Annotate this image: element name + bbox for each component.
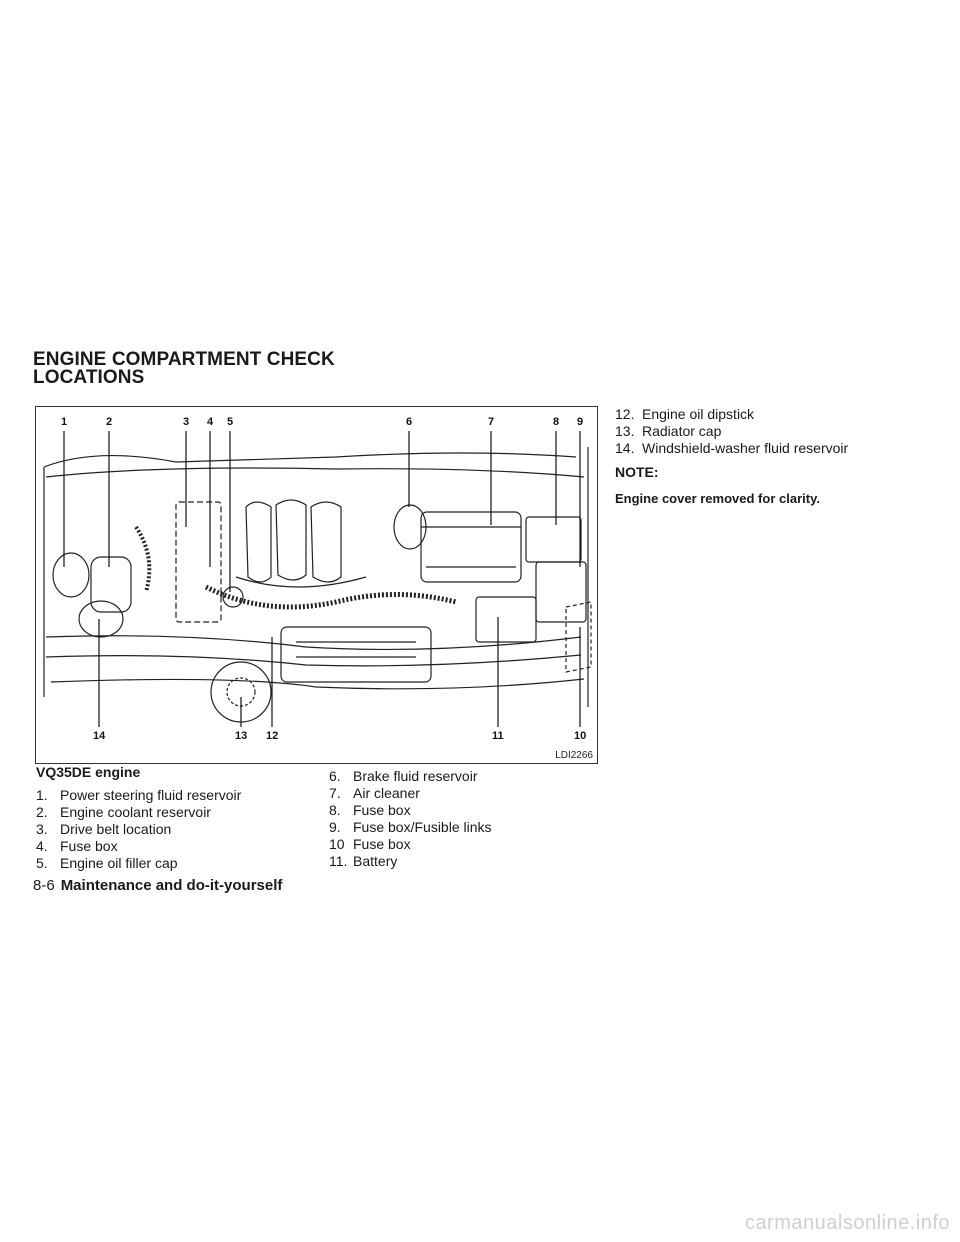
item-number: 4.: [36, 838, 48, 854]
item-text: Air cleaner: [353, 785, 420, 801]
section-title-line1: ENGINE COMPARTMENT CHECK: [33, 349, 335, 370]
item-number: 2.: [36, 804, 48, 820]
callout-6: 6: [406, 416, 412, 428]
callout-14: 14: [93, 730, 106, 742]
list-item: 9. Fuse box/Fusible links: [329, 819, 492, 836]
callout-5: 5: [227, 416, 233, 428]
item-text: Fuse box: [353, 836, 411, 852]
callout-2: 2: [106, 416, 112, 428]
callout-8: 8: [553, 416, 559, 428]
item-number: 13.: [615, 423, 635, 439]
item-text: Fuse box: [60, 838, 118, 854]
item-number: 8.: [329, 802, 341, 818]
list-item: 6. Brake fluid reservoir: [329, 768, 492, 785]
legend-list-2: 6. Brake fluid reservoir 7. Air cleaner 8.…: [329, 768, 492, 870]
item-text: Engine coolant reservoir: [60, 804, 211, 820]
item-text: Drive belt location: [60, 821, 172, 837]
callout-1: 1: [61, 416, 67, 428]
list-item: 14. Windshield-washer fluid reservoir: [615, 440, 848, 457]
list-item: 8. Fuse box: [329, 802, 492, 819]
chapter-title: Maintenance and do-it-yourself: [60, 877, 283, 894]
callout-10: 10: [574, 730, 586, 742]
callout-9: 9: [577, 416, 583, 428]
item-text: Fuse box/Fusible links: [353, 819, 492, 835]
callout-4: 4: [207, 416, 214, 428]
list-item: 11. Battery: [329, 853, 492, 870]
section-title-line2: LOCATIONS: [33, 367, 145, 388]
item-number: 1.: [36, 787, 48, 803]
callout-7: 7: [488, 416, 494, 428]
watermark: carmanualsonline.info: [744, 1212, 950, 1234]
item-text: Power steering fluid reservoir: [60, 787, 242, 803]
item-number: 6.: [329, 768, 341, 784]
list-item: 7. Air cleaner: [329, 785, 492, 802]
figure-caption: VQ35DE engine: [36, 764, 141, 780]
item-number: 11.: [329, 853, 348, 869]
note-label: NOTE:: [615, 464, 659, 480]
callout-13: 13: [235, 730, 247, 742]
item-text: Engine oil filler cap: [60, 855, 178, 871]
list-item: 4. Fuse box: [36, 838, 241, 855]
item-number: 14.: [615, 440, 635, 456]
item-number: 3.: [36, 821, 48, 837]
item-text: Engine oil dipstick: [642, 406, 755, 422]
item-text: Radiator cap: [642, 423, 722, 439]
list-item: 10 Fuse box: [329, 836, 492, 853]
item-number: 9.: [329, 819, 341, 835]
item-number: 5.: [36, 855, 48, 871]
legend-list-3: 12. Engine oil dipstick 13. Radiator cap 1…: [615, 406, 848, 457]
list-item: 13. Radiator cap: [615, 423, 848, 440]
engine-compartment-figure: 1 2 3 4 5 6 7 8 9 14 13 12 11 10 LDI2266: [35, 406, 598, 764]
page-footer: 8-6 Maintenance and do-it-yourself: [33, 877, 282, 894]
item-text: Windshield-washer fluid reservoir: [642, 440, 849, 456]
legend-list-1: 1. Power steering fluid reservoir 2. Engin…: [36, 787, 241, 872]
page-number: 8-6: [33, 877, 55, 894]
item-number: 10: [329, 836, 345, 852]
callout-11: 11: [492, 730, 504, 742]
list-item: 2. Engine coolant reservoir: [36, 804, 241, 821]
item-text: Brake fluid reservoir: [353, 768, 478, 784]
callout-3: 3: [183, 416, 189, 428]
callout-12: 12: [266, 730, 278, 742]
item-number: 12.: [615, 406, 635, 422]
engine-illustration: 1 2 3 4 5 6 7 8 9 14 13 12 11 10: [43, 416, 592, 742]
figure-code: LDI2266: [555, 750, 593, 761]
item-text: Battery: [353, 853, 398, 869]
section-title: ENGINE COMPARTMENT CHECK LOCATIONS: [33, 349, 335, 388]
list-item: 3. Drive belt location: [36, 821, 241, 838]
note-text: Engine cover removed for clarity.: [615, 491, 820, 506]
list-item: 1. Power steering fluid reservoir: [36, 787, 241, 804]
list-item: 12. Engine oil dipstick: [615, 406, 848, 423]
item-text: Fuse box: [353, 802, 411, 818]
list-item: 5. Engine oil filler cap: [36, 855, 241, 872]
item-number: 7.: [329, 785, 341, 801]
